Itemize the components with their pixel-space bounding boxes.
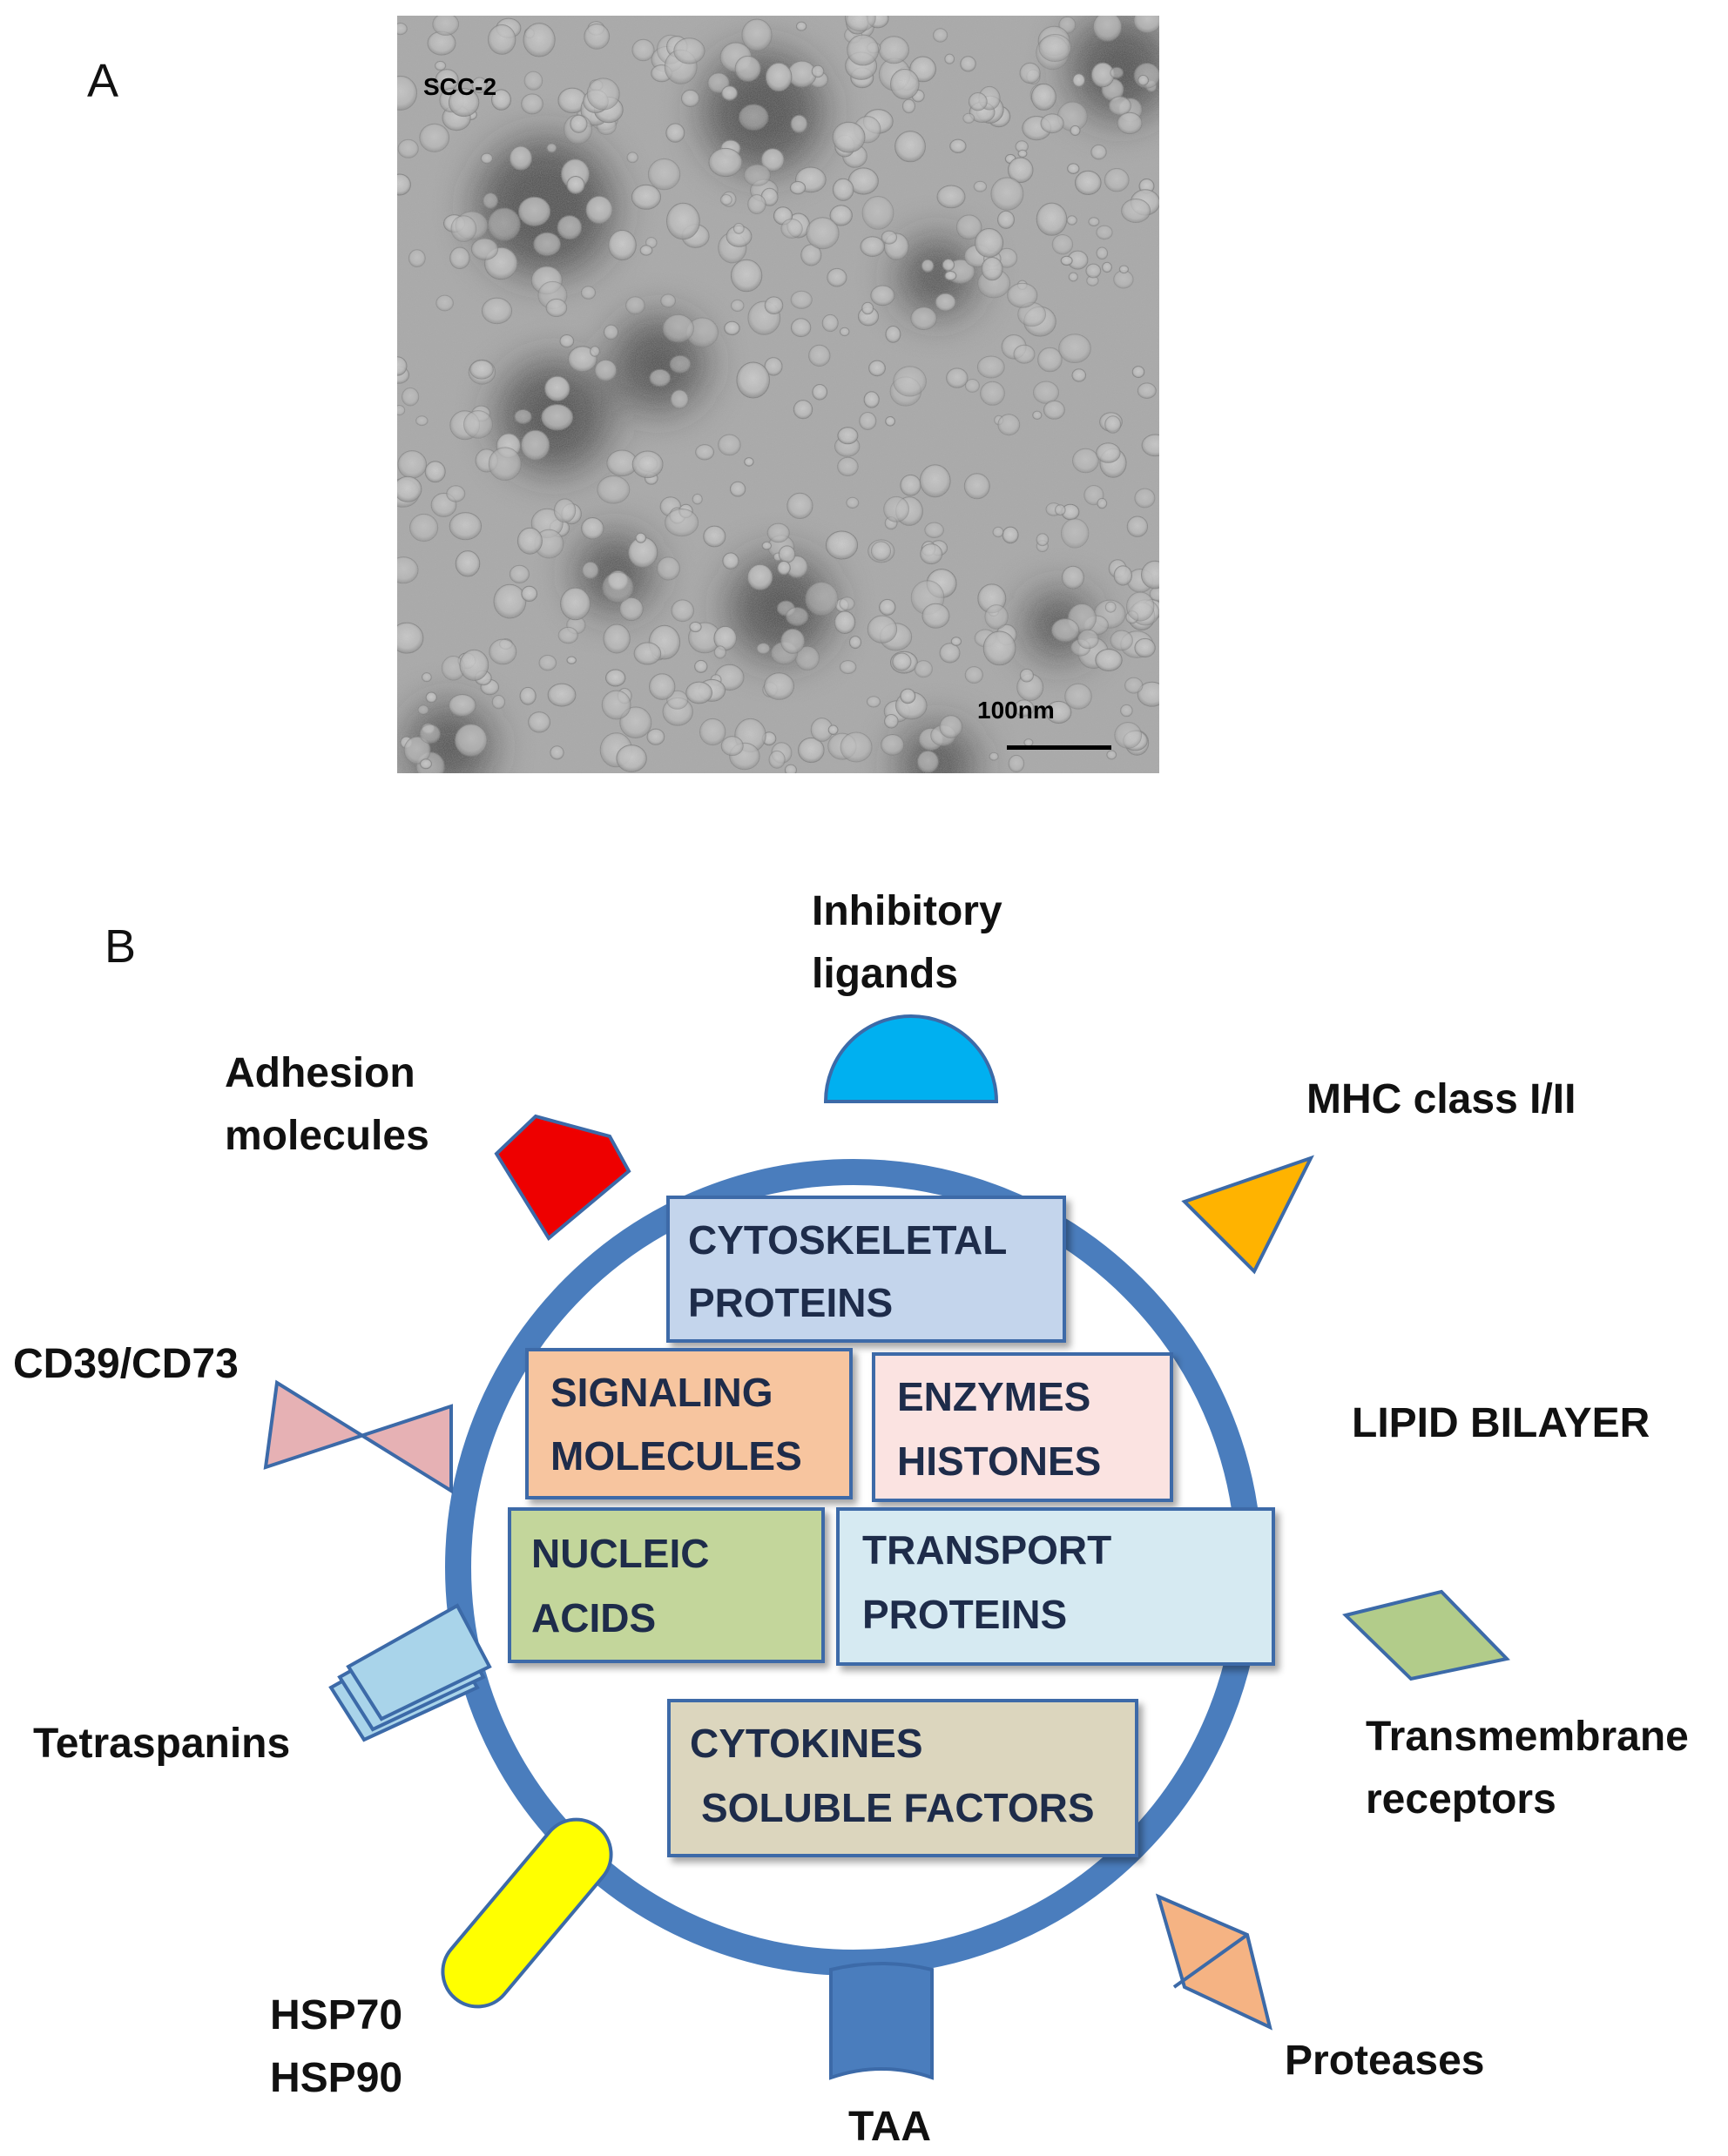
box-cytoskeletal: CYTOSKELETAL PROTEINS (666, 1196, 1066, 1343)
sample-label: SCC-2 (423, 73, 497, 100)
label-adhesion-line2: molecules (225, 1113, 429, 1159)
mhc-shape (1181, 1155, 1314, 1275)
box-nucleic-line1: NUCLEIC (531, 1531, 709, 1576)
panel-b-letter: B (105, 920, 137, 973)
box-signaling: SIGNALING MOLECULES (525, 1348, 853, 1499)
cd39-cd73-shape (263, 1379, 453, 1494)
box-transport-line2: PROTEINS (862, 1592, 1067, 1637)
label-inhibitory-line1: Inhibitory (812, 888, 1002, 934)
box-cytokines-line2: SOLUBLE FACTORS (701, 1785, 1095, 1830)
box-cytoskeletal-line2: PROTEINS (688, 1280, 893, 1325)
label-cd39: CD39/CD73 (13, 1341, 239, 1387)
box-signaling-line2: MOLECULES (550, 1433, 802, 1479)
label-mhc: MHC class I/II (1306, 1076, 1576, 1122)
box-enzymes-line1: ENZYMES (897, 1374, 1090, 1419)
label-proteases: Proteases (1285, 2038, 1484, 2084)
tetraspanin-shape (328, 1603, 492, 1742)
scale-bar-label: 100nm (977, 697, 1055, 724)
hsp-shape (441, 1817, 613, 2009)
box-transport-line1: TRANSPORT (862, 1527, 1111, 1573)
box-signaling-line1: SIGNALING (550, 1370, 773, 1415)
electron-micrograph (397, 16, 1159, 773)
label-hsp-line1: HSP70 (270, 1992, 402, 2038)
label-inhibitory-line2: ligands (812, 951, 958, 997)
exosome-diagram: CYTOSKELETAL PROTEINS SIGNALING MOLECULE… (13, 888, 1689, 2150)
box-enzymes-line2: HISTONES (897, 1438, 1101, 1484)
label-transmembrane-line1: Transmembrane (1366, 1714, 1689, 1760)
box-nucleic: NUCLEIC ACIDS (508, 1507, 825, 1663)
box-cytokines-line1: CYTOKINES (690, 1721, 923, 1766)
box-nucleic-line2: ACIDS (531, 1595, 656, 1641)
label-adhesion-line1: Adhesion (225, 1050, 415, 1096)
box-cytokines: CYTOKINES SOLUBLE FACTORS (667, 1699, 1138, 1857)
box-enzymes: ENZYMES HISTONES (872, 1352, 1173, 1502)
box-cytoskeletal-line1: CYTOSKELETAL (688, 1217, 1007, 1263)
taa-shape (829, 1962, 934, 2080)
scale-bar (1007, 745, 1111, 750)
box-transport: TRANSPORT PROTEINS (836, 1507, 1275, 1666)
label-lipid-bilayer: LIPID BILAYER (1352, 1400, 1650, 1446)
transmembrane-receptor-shape (1342, 1589, 1510, 1681)
panel-a-letter: A (87, 55, 119, 107)
inhibitory-ligand-shape (823, 1014, 999, 1103)
adhesion-molecule-shape (494, 1114, 631, 1242)
label-tetraspanins: Tetraspanins (33, 1721, 290, 1767)
label-transmembrane-line2: receptors (1366, 1776, 1556, 1822)
protease-shape (1155, 1893, 1272, 2031)
label-hsp-line2: HSP90 (270, 2055, 402, 2101)
label-taa: TAA (848, 2104, 931, 2150)
